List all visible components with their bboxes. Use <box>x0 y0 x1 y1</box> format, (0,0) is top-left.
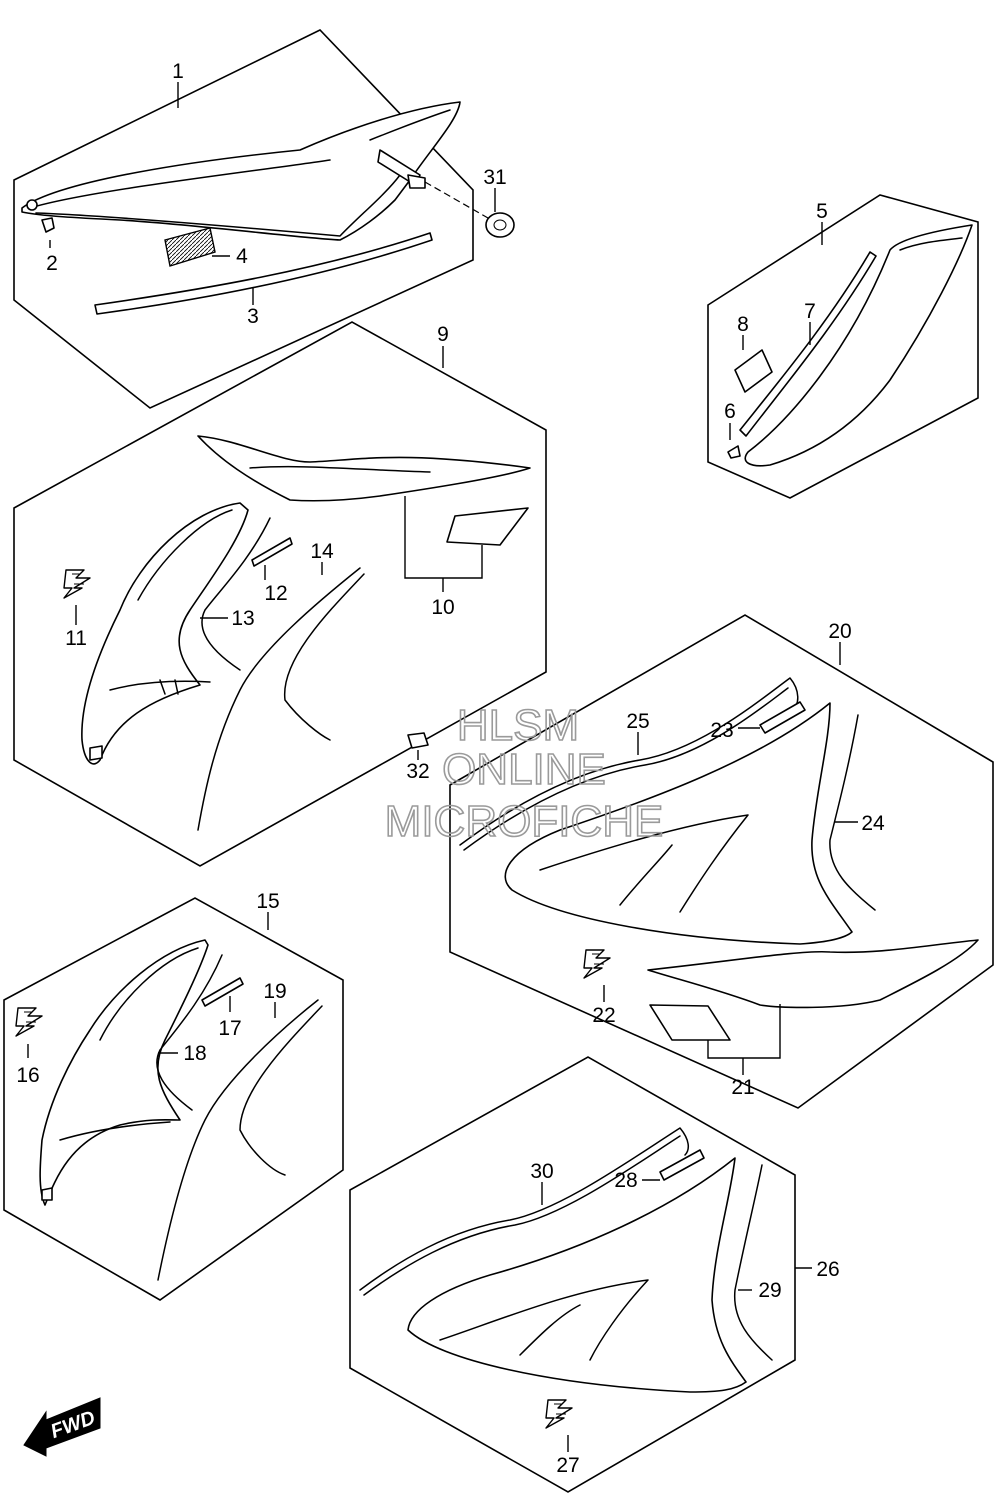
callout-31: 31 <box>483 166 506 189</box>
grommet-part-31 <box>485 212 515 238</box>
callout-30: 30 <box>530 1160 553 1183</box>
callout-6: 6 <box>724 400 736 423</box>
group-20-shroud: 20 25 23 24 22 21 32 <box>406 614 994 1109</box>
callout-22: 22 <box>592 1004 615 1027</box>
pad-part-8 <box>734 349 773 393</box>
strip-part-7 <box>739 251 877 437</box>
pad-part-4 <box>164 227 216 267</box>
shroud-part-lower <box>407 1157 747 1393</box>
callout-19: 19 <box>263 980 286 1003</box>
strip-part-28 <box>659 1149 705 1181</box>
watermark: HLSM ONLINE MICROFICHE <box>384 700 664 847</box>
callout-15: 15 <box>256 890 279 913</box>
edge-trim-part-13 <box>201 517 271 671</box>
group-26-box <box>349 1056 796 1493</box>
clip-part-6 <box>727 445 741 459</box>
group-26-shroud: 30 28 29 26 27 <box>349 1056 840 1493</box>
callout-26: 26 <box>816 1258 839 1281</box>
callout-32: 32 <box>406 760 429 783</box>
group-1-frame-cover: 1 2 3 4 31 <box>13 29 515 409</box>
callout-18: 18 <box>183 1042 206 1065</box>
trim-part-25 <box>459 677 799 846</box>
callout-1: 1 <box>172 60 184 83</box>
trim-part-30 <box>359 1127 690 1291</box>
group-9-box <box>13 321 547 867</box>
callout-12: 12 <box>264 582 287 605</box>
callout-25: 25 <box>626 710 649 733</box>
callout-10: 10 <box>431 596 454 619</box>
group-5-box <box>707 194 979 499</box>
frame-cover-part-1 <box>21 101 461 241</box>
clip-part-2 <box>41 217 55 233</box>
panel-part-21 <box>647 939 979 1009</box>
panel-part-10 <box>197 435 531 502</box>
suzuki-emblem-part-22 <box>583 949 611 979</box>
edge-trim-part-18 <box>156 954 223 1111</box>
callout-2: 2 <box>46 252 58 275</box>
callout-4: 4 <box>236 245 248 268</box>
callout-11: 11 <box>65 627 87 650</box>
group-9-fuel-tank-cover: 9 10 11 12 13 14 <box>13 321 547 867</box>
group-15-box <box>3 897 344 1301</box>
callout-24: 24 <box>861 812 885 835</box>
cowl-part-left-lower <box>39 939 209 1206</box>
trim-part-3 <box>94 232 433 315</box>
callout-13: 13 <box>231 607 254 630</box>
callout-3: 3 <box>247 305 259 328</box>
watermark-line-2: ONLINE <box>442 745 606 794</box>
cowl-part-left <box>81 502 249 765</box>
callout-7: 7 <box>804 300 816 323</box>
strip-part-23 <box>759 701 806 734</box>
edge-trim-part-14 <box>197 567 361 831</box>
callout-5: 5 <box>816 200 828 223</box>
watermark-line-1: HLSM <box>457 701 579 750</box>
group-5-side-cover: 5 7 8 6 <box>707 194 979 499</box>
callout-14: 14 <box>310 540 334 563</box>
callout-23: 23 <box>710 719 733 742</box>
edge-trim-part-19 <box>157 999 319 1281</box>
suzuki-emblem-part-11 <box>63 569 91 599</box>
group-1-box <box>13 29 474 409</box>
clip-part-32 <box>407 732 429 749</box>
callout-21: 21 <box>731 1076 754 1099</box>
strip-part-17 <box>201 977 244 1007</box>
side-cover-part-5 <box>744 224 973 467</box>
suzuki-emblem-part-27 <box>545 1399 573 1429</box>
watermark-line-3: MICROFICHE <box>385 797 664 846</box>
edge-trim-part-24 <box>829 714 876 911</box>
callout-29: 29 <box>758 1279 781 1302</box>
group-20-box <box>449 614 994 1109</box>
callout-28: 28 <box>614 1169 637 1192</box>
callout-9: 9 <box>437 323 449 346</box>
callout-16: 16 <box>16 1064 39 1087</box>
shroud-part <box>504 702 853 945</box>
edge-trim-part-29 <box>733 1164 773 1361</box>
group-15-cowl: 15 16 17 18 19 <box>3 890 344 1301</box>
callout-17: 17 <box>218 1017 241 1040</box>
fwd-arrow-icon: FWD <box>23 1397 101 1457</box>
suzuki-emblem-part-16 <box>15 1007 43 1037</box>
callout-8: 8 <box>737 313 749 336</box>
callout-20: 20 <box>828 620 851 643</box>
callout-27: 27 <box>556 1454 579 1477</box>
strip-part-12 <box>251 537 293 567</box>
